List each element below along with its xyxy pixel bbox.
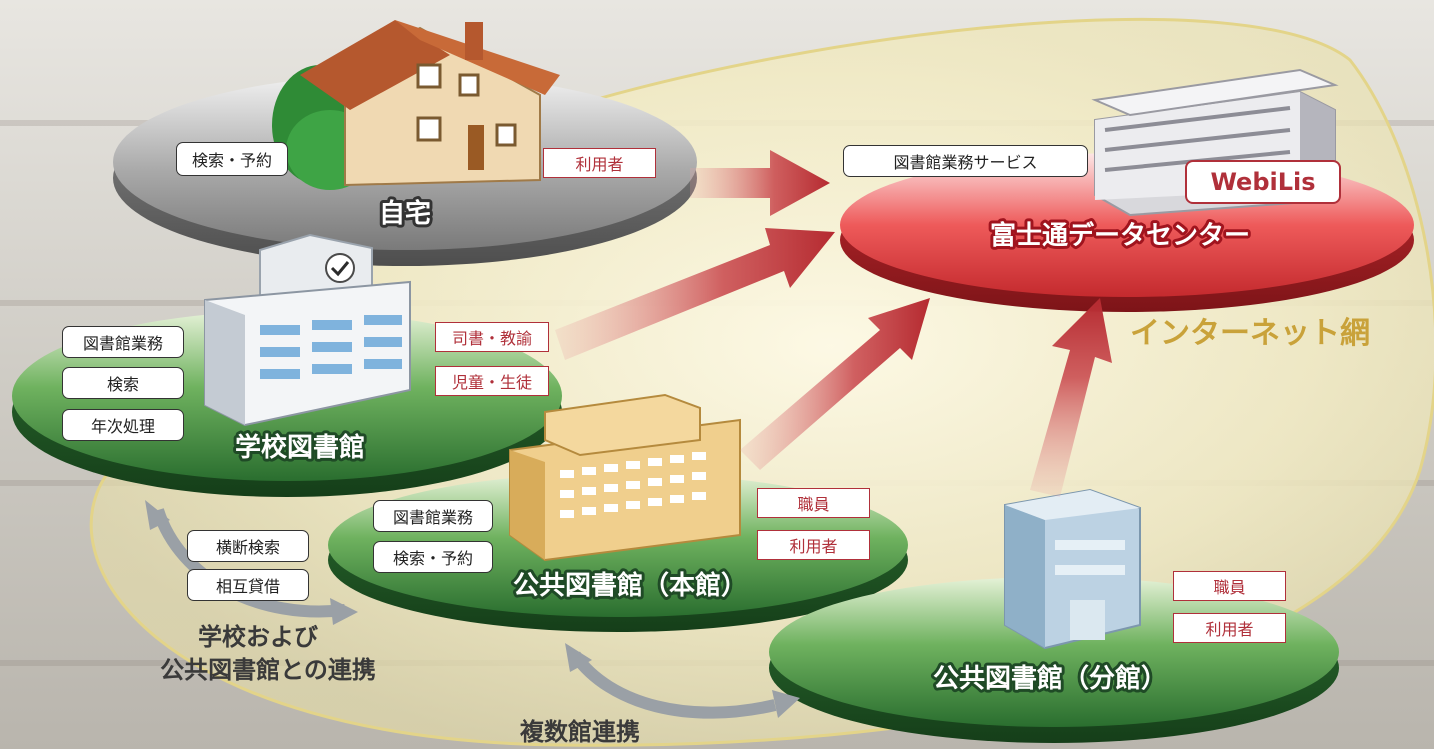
school-label: 学校図書館 (235, 432, 365, 463)
school-tag-search: 検索 (62, 367, 184, 399)
arrow-multi-library-link (570, 651, 777, 719)
arrow-branch-to-datacenter (1030, 298, 1112, 497)
main-library-tag-library-work: 図書館業務 (373, 500, 493, 532)
home-tag-search-reserve: 検索・予約 (176, 142, 288, 176)
branch-library-label: 公共図書館（分館） (933, 663, 1167, 694)
school-tag-annual-processing: 年次処理 (62, 409, 184, 441)
home-label: 自宅 (379, 198, 431, 229)
arrowhead-right-icon (330, 598, 358, 625)
internet-label: インターネット網 (1130, 316, 1370, 351)
arrowhead-up-icon (565, 643, 592, 672)
main-library-label: 公共図書館（本館） (513, 570, 747, 601)
branch-library-role-staff: 職員 (1173, 571, 1286, 601)
arrow-school-to-datacenter (555, 228, 835, 360)
school-tag-library-work: 図書館業務 (62, 326, 184, 358)
main-library-building-icon (509, 393, 741, 562)
main-library-role-user: 利用者 (757, 530, 870, 560)
school-building-icon (204, 233, 411, 427)
school-role-librarian-teacher: 司書・教諭 (435, 322, 549, 352)
arrow-main-library-to-datacenter (740, 298, 930, 470)
multi-library-caption: 複数館連携 (520, 718, 640, 746)
datacenter-tag-library-service: 図書館業務サービス (843, 145, 1088, 177)
branch-library-role-user: 利用者 (1173, 613, 1286, 643)
main-library-tag-search-reserve: 検索・予約 (373, 541, 493, 573)
main-library-role-staff: 職員 (757, 488, 870, 518)
link-tag-interlibrary-loan: 相互貸借 (187, 569, 309, 601)
arrowhead-right-icon (772, 690, 800, 718)
school-public-caption-line2: 公共図書館との連携 (160, 656, 376, 684)
arrowhead-up-icon (145, 500, 170, 530)
link-tag-cross-search: 横断検索 (187, 530, 309, 562)
school-public-caption-line1: 学校および (198, 623, 318, 651)
webilis-badge: WebiLis (1185, 160, 1341, 204)
house-icon (272, 20, 560, 190)
home-role-user: 利用者 (543, 148, 656, 178)
arrow-home-to-datacenter (690, 150, 830, 216)
branch-library-building-icon (1004, 488, 1141, 650)
school-role-students: 児童・生徒 (435, 366, 549, 396)
datacenter-label: 富士通データセンター (990, 220, 1250, 251)
